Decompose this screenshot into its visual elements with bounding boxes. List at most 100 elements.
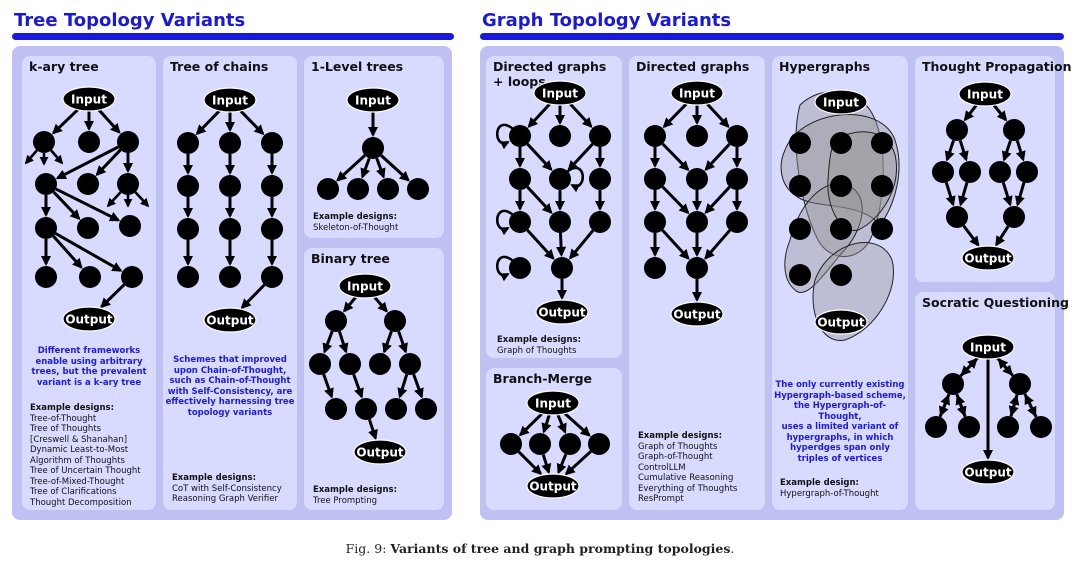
node-label: Input [347, 280, 383, 294]
example-item: Dynamic Least-to-Most [30, 445, 129, 455]
thought-node [362, 137, 384, 159]
thought-node [325, 310, 347, 332]
thought-node [1003, 206, 1025, 228]
panel-note: Schemes that improved upon Chain-of-Thou… [165, 355, 295, 418]
thought-node [347, 178, 369, 200]
thought-node [789, 218, 811, 240]
example-item: Reasoning Graph Verifier [172, 494, 278, 504]
thought-node [261, 218, 283, 240]
example-heading: Example designs: [30, 403, 115, 413]
loop-edge [495, 123, 514, 150]
edge-arrow [962, 224, 980, 247]
edge-arrow [1015, 140, 1026, 162]
thought-node [325, 398, 347, 420]
thought-node [644, 211, 666, 233]
thought-node [559, 433, 581, 455]
node-label: Input [970, 341, 1006, 355]
output-node: Output [203, 307, 257, 333]
edge-arrow [569, 103, 593, 128]
edge-arrow [54, 232, 123, 272]
node-label: Output [206, 314, 254, 328]
edge-arrow [397, 330, 408, 354]
thought-node [830, 175, 852, 197]
thought-node [77, 173, 99, 195]
edge-arrow [661, 142, 690, 172]
edge-arrow [1024, 393, 1038, 418]
edge-arrow [526, 143, 553, 171]
edge-arrow [567, 143, 594, 171]
example-item: Tree-of-Mixed-Thought [30, 476, 125, 487]
node-label: Output [538, 306, 586, 320]
edge-layer [24, 102, 1038, 476]
thought-node [1016, 161, 1038, 183]
thought-node [932, 161, 954, 183]
thought-node [117, 131, 139, 153]
example-designs: Example designs: Skeleton-of-Thought [313, 212, 398, 233]
thought-node [589, 168, 611, 190]
edge-arrow [342, 296, 357, 313]
thought-node [121, 266, 143, 288]
edge-arrow [518, 412, 543, 437]
input-node: Input [814, 89, 868, 115]
thought-node [871, 218, 893, 240]
thought-node [871, 175, 893, 197]
edge-arrow [382, 330, 393, 354]
edge-arrow [957, 182, 969, 207]
edge-arrow [944, 139, 955, 162]
thought-node [369, 353, 391, 375]
edge-arrow [1009, 394, 1020, 417]
thought-node [219, 132, 241, 154]
example-item: ResPrompt [638, 494, 684, 504]
thought-node [726, 125, 748, 147]
thought-node [407, 178, 429, 200]
thought-node [958, 416, 980, 438]
thought-node [789, 264, 811, 286]
edge-arrow [555, 232, 567, 258]
example-designs: Example designs: Tree-of-Thought Tree of… [30, 403, 141, 508]
thought-node [339, 353, 361, 375]
example-item: Everything of Thoughts [638, 483, 738, 494]
output-node: Output [670, 301, 724, 327]
node-label: Output [356, 446, 404, 460]
edge-arrow [938, 394, 950, 418]
input-node: Input [346, 87, 400, 113]
thought-node [946, 119, 968, 141]
note-line: Different frameworks [37, 346, 141, 356]
thought-node [35, 217, 57, 239]
output-node: Output [961, 245, 1015, 271]
example-heading: Example designs: [313, 212, 398, 222]
edge-arrow [373, 296, 388, 313]
thought-node [686, 211, 708, 233]
panel-title: k-ary tree [29, 59, 99, 74]
thought-node [261, 175, 283, 197]
output-node: Output [62, 306, 116, 332]
node-layer: InputOutputInputOutputInputInputOutputIn… [33, 80, 1052, 499]
edge-arrow [944, 182, 956, 207]
panel-title: 1-Level trees [311, 59, 404, 74]
edge-arrow [1014, 182, 1026, 207]
edge-arrow [963, 104, 978, 122]
thought-node [79, 266, 101, 288]
panel-title: Directed graphs + loops [493, 59, 606, 89]
edge-arrow [541, 414, 552, 434]
thought-node [789, 175, 811, 197]
note-line: triples of vertices [797, 453, 883, 464]
node-label: Output [964, 466, 1012, 480]
example-item: Tree Prompting [313, 495, 378, 506]
thought-node [177, 175, 199, 197]
example-item: Skeleton-of-Thought [313, 222, 399, 233]
thought-node [119, 215, 141, 237]
edge-arrow [134, 191, 150, 208]
note-line: effectively harnessing tree [165, 397, 295, 407]
edge-arrow [704, 186, 731, 214]
edge-arrow [336, 154, 366, 182]
example-designs: Example designs: Graph of Thoughts Graph… [638, 431, 737, 505]
thought-node [529, 433, 551, 455]
edge-arrow [556, 453, 568, 475]
thought-node [509, 257, 531, 279]
note-line: hypergraphs, in which [786, 432, 894, 443]
output-node: Output [814, 309, 868, 335]
edge-arrow [337, 330, 349, 354]
node-label: Input [967, 88, 1003, 102]
note-line: Schemes that improved [173, 355, 287, 365]
